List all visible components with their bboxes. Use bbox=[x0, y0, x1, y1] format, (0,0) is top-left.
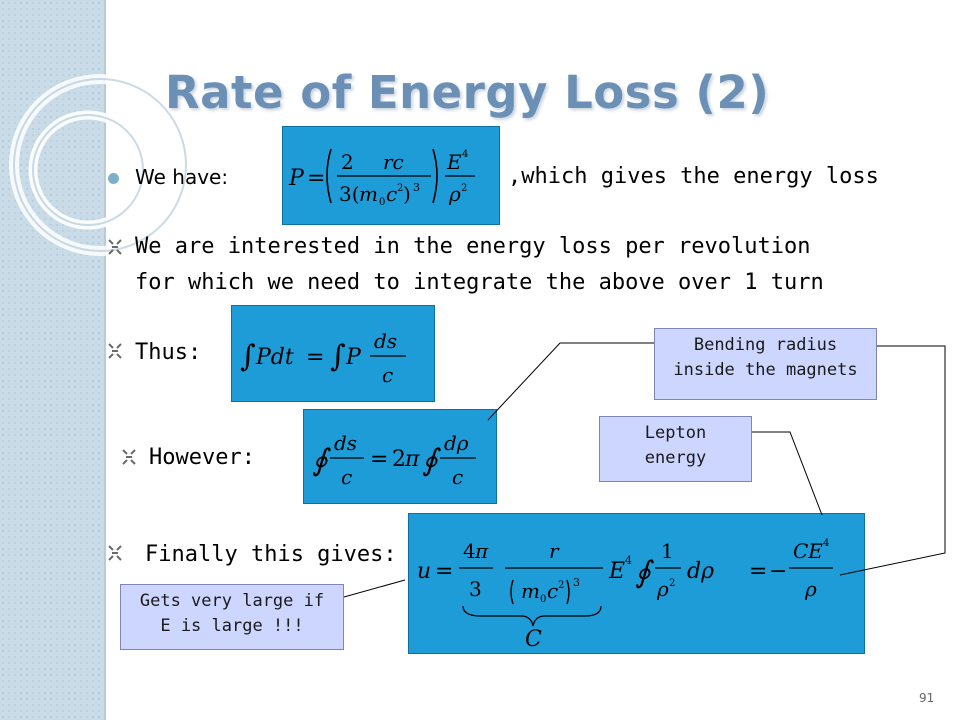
final-equation-box: u = 4 π 3 r m 0 c 2 3 C E 4 ∮ 1 ρ 2 dρ =… bbox=[408, 513, 865, 654]
svg-text:∫: ∫ bbox=[240, 339, 256, 374]
svg-text:π: π bbox=[474, 539, 489, 563]
svg-text:1: 1 bbox=[661, 539, 674, 563]
svg-text:2: 2 bbox=[341, 150, 354, 174]
svg-text:rc: rc bbox=[383, 150, 404, 174]
svg-text:∮: ∮ bbox=[422, 443, 441, 478]
lepton-energy-line-2: energy bbox=[644, 448, 707, 468]
gets-large-callout: Gets very large if E is large !!! bbox=[120, 584, 344, 650]
we-have-label: We have: bbox=[135, 165, 229, 189]
svg-text:r: r bbox=[549, 539, 560, 563]
svg-text:2: 2 bbox=[392, 447, 406, 472]
svg-text:=: = bbox=[435, 559, 453, 584]
however-label: However: bbox=[149, 445, 255, 470]
svg-text:π: π bbox=[404, 447, 420, 472]
svg-text:4: 4 bbox=[625, 554, 632, 567]
svg-text:4: 4 bbox=[823, 538, 829, 549]
gives-energy-loss-text: ,which gives the energy loss bbox=[508, 164, 879, 189]
svg-text:c: c bbox=[382, 363, 393, 387]
bullet-symbol-icon bbox=[108, 343, 122, 359]
svg-text:0: 0 bbox=[540, 594, 546, 605]
thus-label: Thus: bbox=[135, 340, 202, 365]
svg-text:−: − bbox=[769, 559, 787, 584]
sidebar-pattern bbox=[0, 0, 104, 720]
svg-text:ρ: ρ bbox=[656, 577, 669, 601]
svg-text:dρ: dρ bbox=[444, 431, 469, 455]
decorative-rings bbox=[9, 74, 191, 256]
however-equation: ∮ ds c = 2 π ∮ dρ c bbox=[312, 431, 476, 489]
final-equation: u = 4 π 3 r m 0 c 2 3 C E 4 ∮ 1 ρ 2 dρ =… bbox=[417, 538, 833, 652]
bending-radius-line-2: inside the magnets bbox=[673, 360, 858, 380]
bending-radius-line-1: Bending radius bbox=[693, 335, 838, 355]
slide-title: Rate of Energy Loss (2) bbox=[165, 66, 770, 119]
svg-text:∫: ∫ bbox=[330, 339, 346, 374]
svg-text:c: c bbox=[452, 465, 463, 489]
sidebar-decoration bbox=[0, 0, 106, 720]
svg-text:u: u bbox=[417, 559, 431, 584]
however-equation-box: ∮ ds c = 2 π ∮ dρ c bbox=[303, 409, 497, 504]
thus-equation-box: ∫ Pdt = ∫ P ds c bbox=[231, 305, 435, 402]
svg-text:3(: 3( bbox=[339, 182, 360, 206]
lepton-energy-callout: Lepton energy bbox=[599, 416, 752, 482]
svg-text:3: 3 bbox=[413, 181, 420, 194]
svg-text:E: E bbox=[446, 150, 462, 174]
svg-text:P: P bbox=[288, 166, 305, 191]
svg-text:0: 0 bbox=[379, 197, 385, 208]
gets-large-line-2: E is large !!! bbox=[160, 616, 304, 636]
svg-text:=: = bbox=[749, 559, 767, 584]
thus-equation: ∫ Pdt = ∫ P ds c bbox=[240, 329, 406, 387]
bending-radius-callout: Bending radius inside the magnets bbox=[654, 328, 877, 400]
svg-text:∮: ∮ bbox=[312, 443, 331, 478]
svg-text:=: = bbox=[307, 166, 325, 191]
power-equation-box: P = 2 rc 3( m 0 c 2 ) 3 E 4 ρ 2 bbox=[282, 126, 500, 225]
bullet-symbol-icon bbox=[122, 449, 136, 465]
svg-text:dρ: dρ bbox=[687, 559, 714, 584]
svg-text:3: 3 bbox=[469, 577, 482, 601]
svg-text:2: 2 bbox=[558, 580, 564, 591]
svg-text:2: 2 bbox=[669, 578, 675, 589]
svg-text:E: E bbox=[608, 559, 625, 584]
svg-text:m: m bbox=[521, 579, 540, 603]
svg-text:∮: ∮ bbox=[635, 555, 654, 590]
svg-text:Pdt: Pdt bbox=[255, 345, 294, 370]
bullet-symbol-icon bbox=[108, 545, 122, 561]
svg-text:2: 2 bbox=[461, 183, 467, 194]
svg-text:2: 2 bbox=[397, 183, 403, 194]
lepton-energy-line-1: Lepton bbox=[644, 423, 707, 443]
svg-text:ds: ds bbox=[374, 329, 397, 353]
svg-text:P: P bbox=[345, 345, 362, 370]
svg-text:C: C bbox=[525, 627, 542, 652]
bullet-dot-icon bbox=[108, 173, 119, 184]
svg-text:c: c bbox=[547, 579, 558, 603]
interested-line-1: We are interested in the energy loss per… bbox=[135, 234, 811, 259]
svg-text:3: 3 bbox=[573, 576, 580, 589]
svg-text:ρ: ρ bbox=[448, 182, 461, 206]
svg-text:ρ: ρ bbox=[804, 577, 817, 601]
svg-text:=: = bbox=[370, 447, 388, 472]
svg-text:): ) bbox=[403, 182, 411, 206]
svg-text:ds: ds bbox=[334, 431, 357, 455]
finally-label: Finally this gives: bbox=[145, 542, 397, 567]
svg-text:=: = bbox=[306, 345, 324, 370]
svg-text:c: c bbox=[386, 182, 397, 206]
interested-line-2: for which we need to integrate the above… bbox=[135, 270, 824, 295]
svg-text:m: m bbox=[359, 182, 378, 206]
page-number: 91 bbox=[919, 691, 935, 705]
bullet-symbol-icon bbox=[108, 239, 122, 255]
svg-text:CE: CE bbox=[793, 539, 823, 563]
power-equation: P = 2 rc 3( m 0 c 2 ) 3 E 4 ρ 2 bbox=[288, 148, 475, 208]
svg-text:4: 4 bbox=[463, 539, 476, 563]
svg-text:c: c bbox=[341, 465, 352, 489]
gets-large-line-1: Gets very large if bbox=[139, 591, 325, 611]
svg-text:4: 4 bbox=[462, 149, 468, 160]
